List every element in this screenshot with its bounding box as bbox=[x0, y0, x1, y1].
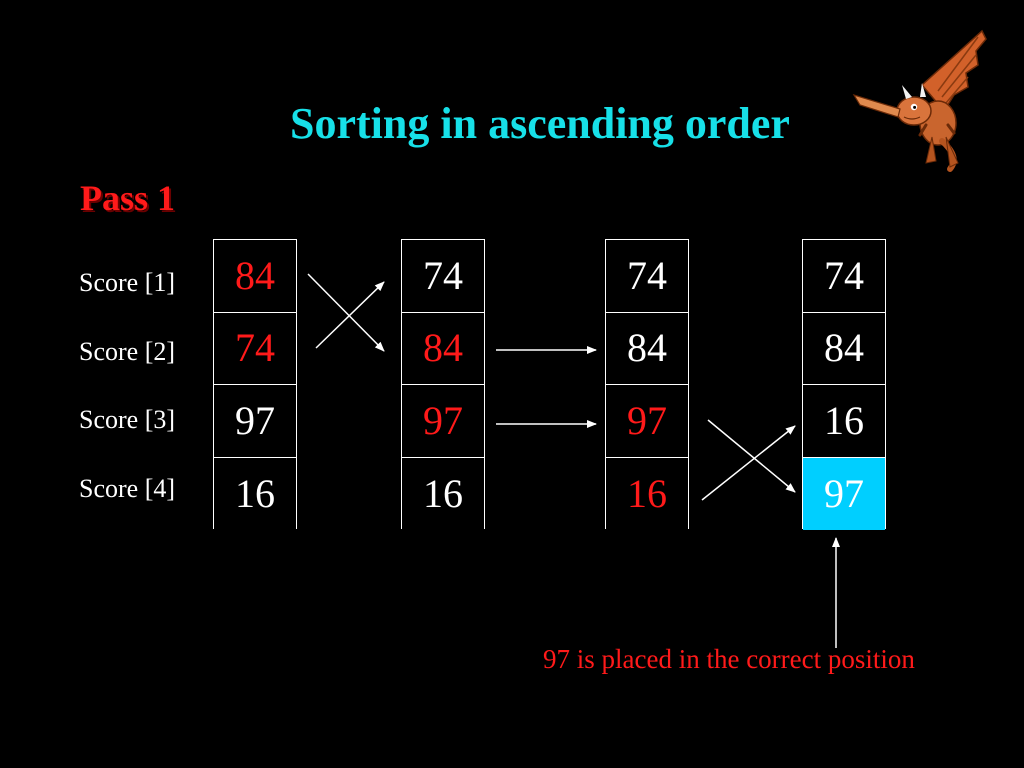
pass-label: Pass 1 bbox=[80, 178, 176, 218]
row-label-score-3: Score [3] bbox=[79, 405, 176, 434]
array-cell: 16 bbox=[803, 385, 885, 458]
array-cell: 97 bbox=[214, 385, 296, 458]
array-cell: 84 bbox=[214, 240, 296, 313]
swap-arrows-step-3-to-4 bbox=[701, 419, 796, 501]
array-step-3: 74 84 97 16 bbox=[605, 239, 689, 530]
array-step-4: 74 84 16 97 bbox=[802, 239, 886, 530]
row-label-score-1: Score [1] bbox=[79, 268, 176, 297]
array-cell: 74 bbox=[606, 240, 688, 313]
row-label-score-4: Score [4] bbox=[79, 474, 176, 503]
array-cell: 74 bbox=[803, 240, 885, 313]
swap-arrows-step-1-to-2 bbox=[307, 273, 385, 352]
array-cell: 84 bbox=[402, 312, 484, 385]
array-step-2: 74 84 97 16 bbox=[401, 239, 485, 530]
array-cell: 97 bbox=[606, 385, 688, 458]
swap-arrow-down bbox=[707, 419, 796, 493]
move-arrows-step-2-to-3 bbox=[496, 346, 597, 428]
sorted-position-note: 97 is placed in the correct position bbox=[543, 644, 915, 674]
array-cell: 84 bbox=[803, 312, 885, 385]
swap-arrow-up bbox=[315, 281, 385, 349]
swap-arrow-up bbox=[701, 425, 796, 501]
array-cell: 97 bbox=[402, 385, 484, 458]
sorted-array-cell: 97 bbox=[803, 457, 885, 530]
array-cell: 16 bbox=[214, 457, 296, 530]
dragon-icon bbox=[852, 29, 987, 172]
array-cell: 16 bbox=[402, 457, 484, 530]
array-cell: 74 bbox=[214, 312, 296, 385]
array-cell: 74 bbox=[402, 240, 484, 313]
swap-arrow-down bbox=[307, 273, 385, 352]
array-cell: 84 bbox=[606, 312, 688, 385]
slide-title: Sorting in ascending order bbox=[290, 99, 790, 148]
row-label-score-2: Score [2] bbox=[79, 337, 176, 366]
array-cell: 16 bbox=[606, 457, 688, 530]
array-step-1: 84 74 97 16 bbox=[213, 239, 297, 530]
